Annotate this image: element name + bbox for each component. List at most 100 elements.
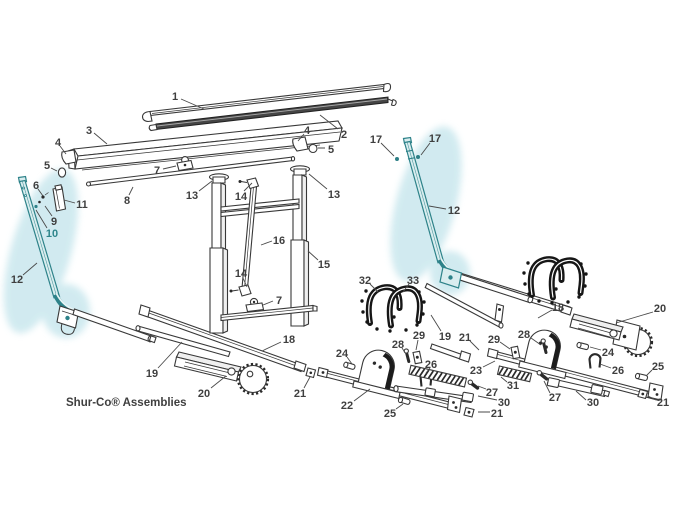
callout-6: 6	[33, 180, 39, 192]
square-nut-21-d	[637, 388, 649, 400]
bolt-27-left	[467, 379, 480, 390]
housing-plate-right	[523, 329, 561, 372]
sleeve-11	[52, 184, 67, 212]
clip-29-left	[412, 350, 423, 365]
callout-5a: 5	[44, 160, 50, 172]
callout-19b: 19	[439, 331, 451, 343]
callout-24a: 24	[336, 348, 349, 360]
square-nut-21-c	[463, 406, 475, 418]
left-arm-12	[17, 175, 157, 344]
callout-9: 9	[51, 216, 57, 228]
pull-tube-8	[85, 156, 296, 187]
left-elbow-bracket	[56, 305, 80, 335]
callout-25a: 25	[384, 408, 396, 420]
housing-base-right	[518, 360, 567, 380]
u-clip-26-right	[588, 353, 602, 369]
screw-17-b	[416, 155, 420, 159]
bolt-27-right	[536, 370, 549, 381]
callout-19a: 19	[146, 368, 158, 380]
flag-bracket-22	[446, 395, 463, 414]
end-cap-4-right	[292, 136, 309, 152]
callout-labels: 1 2 3 4 4 5 5 6 7 7 8 9 10 11 12 12 13 1…	[11, 91, 669, 420]
right-rail-group	[424, 269, 573, 363]
pin-28-right	[540, 338, 548, 354]
callout-30a: 30	[498, 397, 510, 409]
clamp-7-top	[176, 156, 194, 172]
callout-24b: 24	[602, 347, 615, 359]
diagram-caption: Shur-Co® Assemblies	[66, 397, 187, 409]
arch-pair-32-33	[360, 284, 426, 333]
frame-post-left	[208, 173, 230, 334]
leader-lines	[22, 98, 657, 413]
callout-31: 31	[507, 380, 519, 392]
callout-21a: 21	[294, 388, 306, 400]
callout-13a: 13	[186, 190, 198, 202]
callout-30b: 30	[587, 397, 599, 409]
roller-5-right	[308, 143, 318, 154]
callout-27b: 27	[549, 392, 561, 404]
end-cap-4-left	[61, 149, 77, 165]
arch-rivet-dots	[360, 289, 426, 333]
square-nut-21-a	[305, 367, 317, 379]
callout-7b: 7	[276, 295, 282, 307]
crank-gear-20-left	[173, 351, 270, 396]
pin-28-left	[403, 348, 411, 363]
callout-26a: 26	[425, 359, 437, 371]
assembly-23	[486, 313, 664, 402]
right-elbow-bracket	[439, 266, 463, 289]
callout-33: 33	[407, 275, 419, 287]
callout-4a: 4	[55, 137, 62, 149]
callout-23: 23	[470, 365, 482, 377]
callout-20a: 20	[198, 388, 210, 400]
callout-21c: 21	[491, 408, 503, 420]
callout-20b: 20	[654, 303, 666, 315]
arch-pair-upper	[522, 256, 588, 305]
callout-32: 32	[359, 275, 371, 287]
callout-7a: 7	[154, 165, 160, 177]
hook-clamp-right	[494, 303, 505, 323]
callout-4b: 4	[304, 125, 311, 137]
screws-6-9	[38, 192, 49, 204]
spring-31-left	[408, 364, 468, 388]
callout-25b: 25	[652, 361, 664, 373]
rail-19-right	[424, 282, 504, 329]
callout-13b: 13	[328, 189, 340, 201]
roll-tube-1	[141, 82, 392, 123]
tube-segment-19-end	[429, 343, 472, 363]
callout-2: 2	[341, 129, 347, 141]
callout-8: 8	[124, 195, 130, 207]
assembly-22	[316, 348, 480, 418]
rail-19-left	[135, 325, 231, 358]
clip-29-right	[510, 345, 521, 360]
elbow-tube-left	[72, 308, 157, 344]
callout-26b: 26	[612, 365, 624, 377]
callout-22: 22	[341, 400, 353, 412]
roller-5-left	[57, 167, 67, 178]
rail-18-left	[138, 304, 307, 373]
housing-plate-left	[356, 349, 395, 393]
spring-31-right	[496, 365, 533, 383]
left-rail-group	[135, 325, 317, 396]
arch-rivet-dots-upper	[522, 261, 588, 305]
callout-29b: 29	[488, 334, 500, 346]
callout-10: 10	[46, 228, 58, 240]
callout-3: 3	[86, 125, 92, 137]
callout-18a: 18	[283, 334, 295, 346]
top-assembly	[34, 82, 397, 212]
callout-18b: 18	[552, 302, 564, 314]
callout-29a: 29	[413, 330, 425, 342]
callout-16: 16	[273, 235, 285, 247]
callout-14b: 14	[235, 268, 248, 280]
cross-tube-lower	[220, 304, 318, 322]
callout-5b: 5	[328, 144, 334, 156]
callout-12b: 12	[448, 205, 460, 217]
callout-1: 1	[172, 91, 178, 103]
callout-21d: 21	[657, 397, 669, 409]
callout-21b: 21	[459, 332, 471, 344]
tube-30-right	[546, 377, 611, 398]
bolt-24-right	[576, 341, 590, 351]
cross-tube-upper	[220, 198, 300, 218]
callout-14a: 14	[235, 191, 248, 203]
pin-10	[34, 204, 38, 209]
